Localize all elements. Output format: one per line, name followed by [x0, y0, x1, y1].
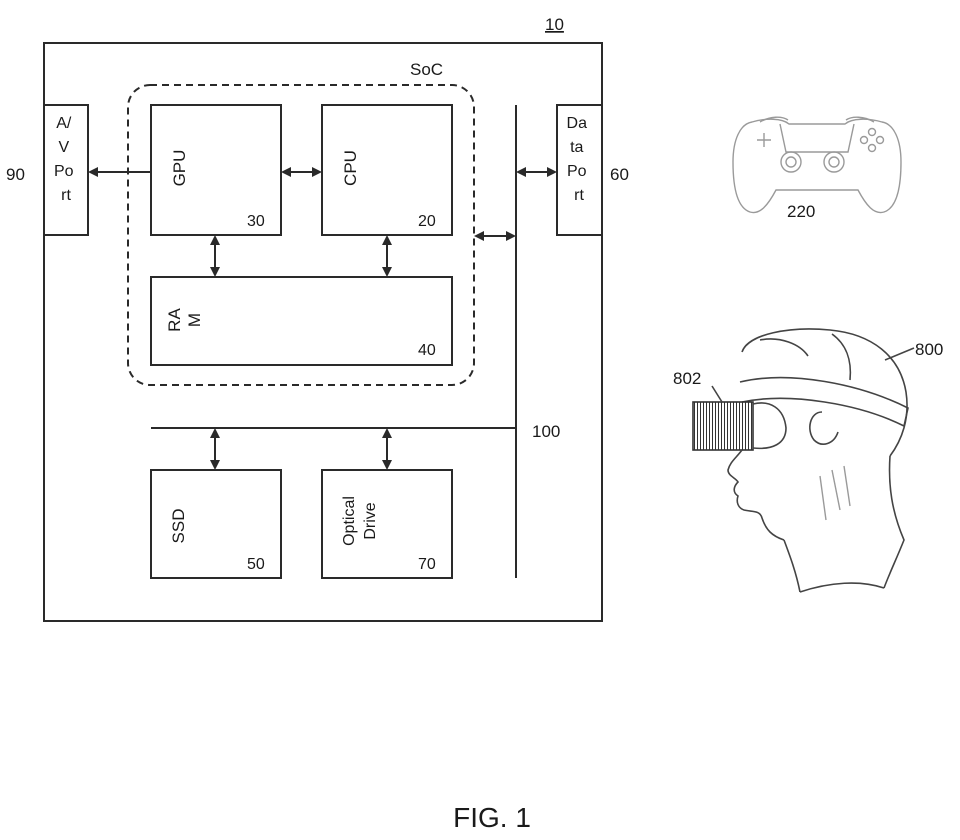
optical-drive-ref: 70: [418, 556, 436, 573]
hmd-user-ref: 800: [915, 340, 943, 359]
data-port-label: Da ta Po rt: [567, 115, 592, 204]
cpu-label: CPU: [341, 150, 360, 186]
av-port-ref: 90: [6, 165, 25, 184]
cpu-ref: 20: [418, 213, 436, 230]
bus-ref: 100: [532, 422, 560, 441]
gpu-ref: 30: [247, 213, 265, 230]
hmd-ref: 802: [673, 369, 701, 388]
hmd-user-leader-line: [884, 347, 915, 361]
hmd-goggles: [692, 401, 754, 451]
optical-drive-box: [321, 469, 453, 579]
ram-ref: 40: [418, 342, 436, 359]
ram-box: [150, 276, 453, 366]
ssd-ref: 50: [247, 556, 265, 573]
optical-drive-label-line-2: Drive: [362, 502, 379, 539]
data-port-ref: 60: [610, 165, 629, 184]
controller-ref: 220: [787, 202, 815, 221]
ram-label-line-2: M: [185, 313, 204, 327]
cpu-box: [321, 104, 453, 236]
optical-drive-label-line-1: Optical: [341, 496, 358, 546]
game-controller-illustration: [732, 116, 902, 214]
av-port-box: [43, 104, 89, 236]
ssd-label: SSD: [169, 509, 188, 544]
system-ref-label: 10: [545, 15, 564, 34]
ram-label-line-1: RA: [165, 308, 184, 332]
hmd-user-illustration: [692, 328, 909, 593]
data-port-box: [556, 104, 603, 236]
ssd-box: [150, 469, 282, 579]
gpu-label: GPU: [170, 150, 189, 187]
av-port-label: A/ V Po rt: [54, 115, 78, 204]
soc-label: SoC: [410, 60, 443, 79]
figure-caption: FIG. 1: [453, 802, 531, 833]
soc-boundary: [127, 84, 475, 386]
gpu-box: [150, 104, 282, 236]
hmd-leader-line: [711, 385, 723, 403]
